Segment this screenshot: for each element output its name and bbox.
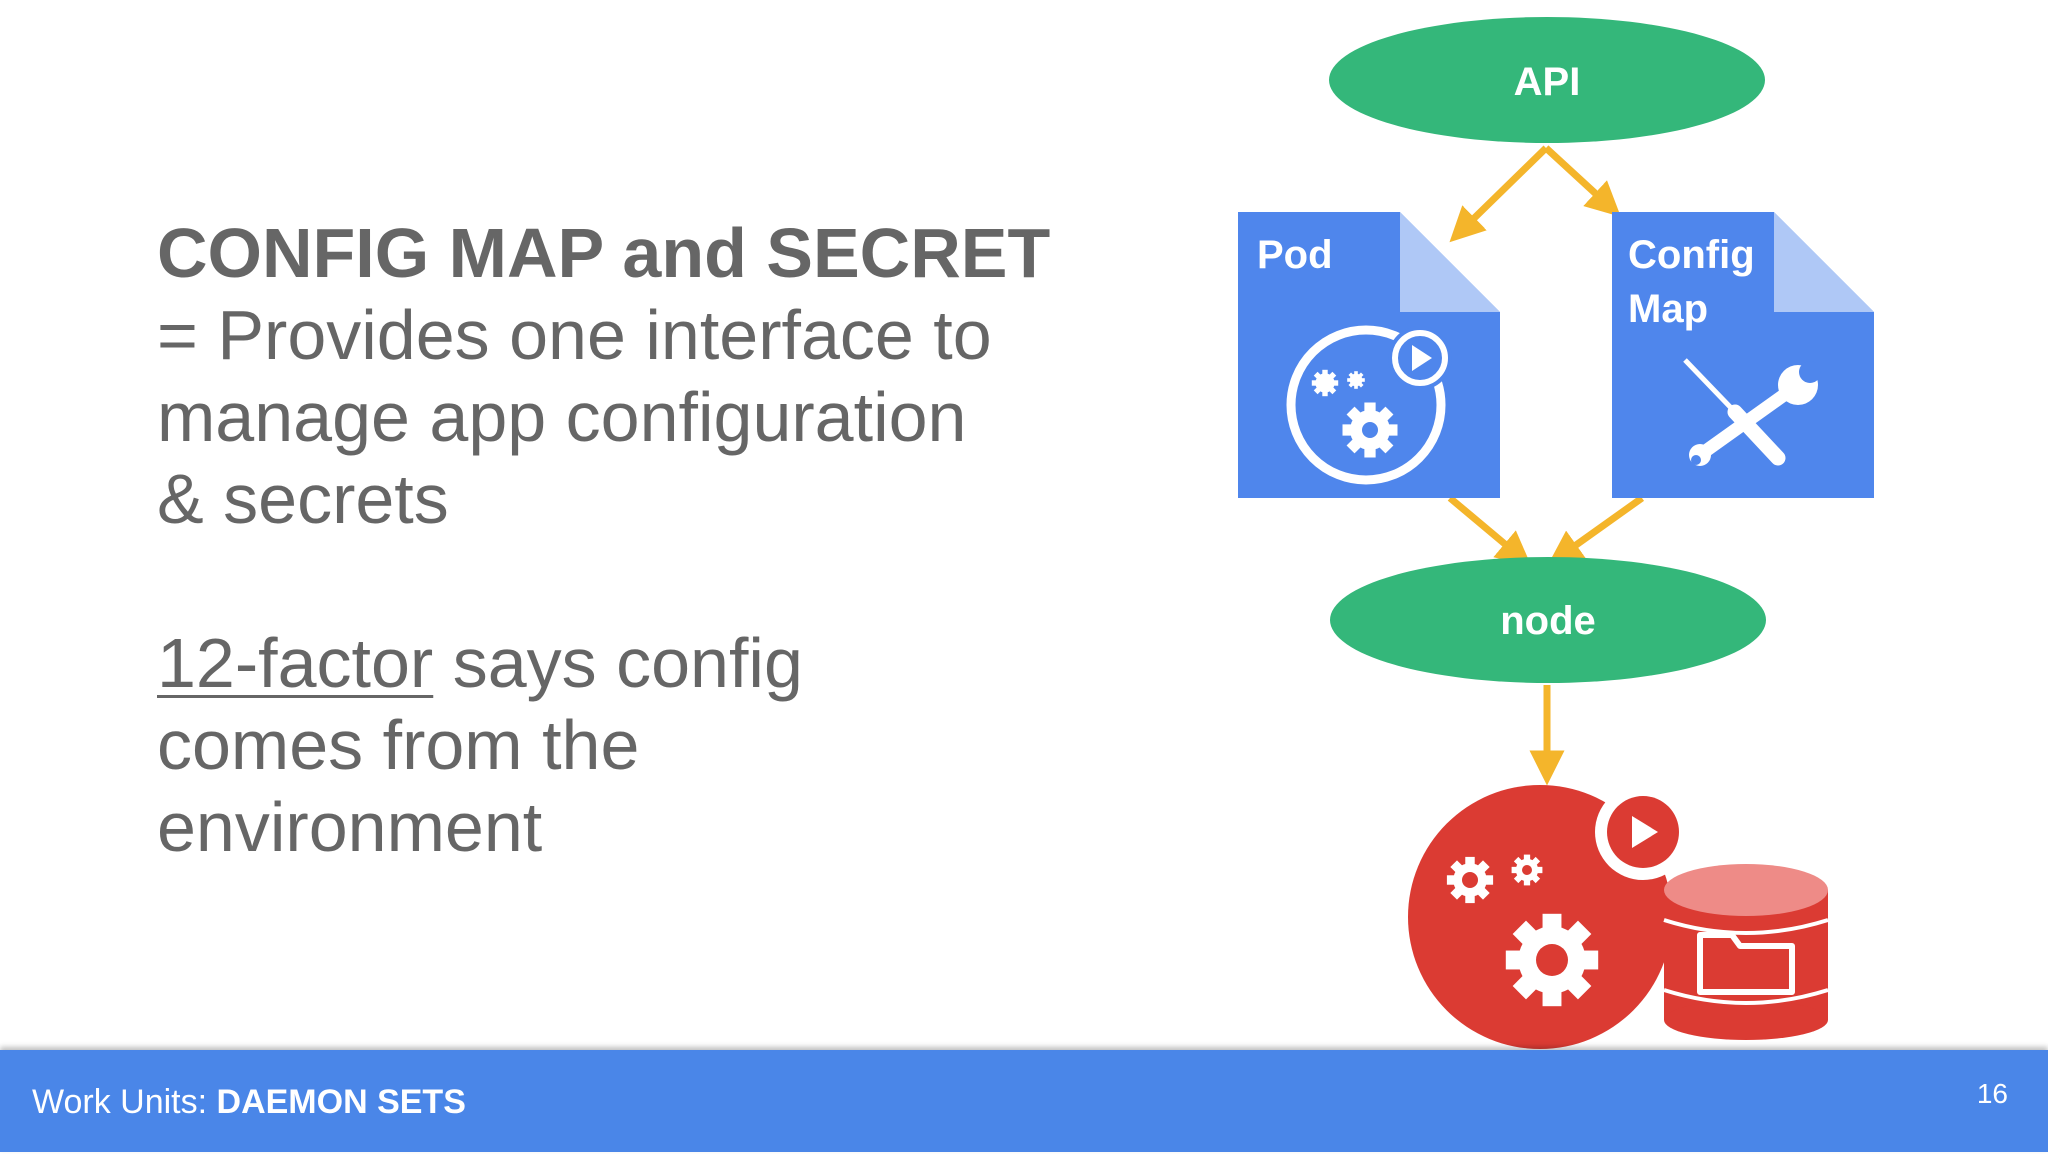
node-ellipse: [1330, 557, 1766, 683]
configmap-diagram: API Pod Config Map: [1238, 17, 1874, 1049]
description-line: & secrets: [157, 460, 449, 538]
footer-title: Work Units: DAEMON SETS: [32, 1050, 466, 1152]
wrench-screwdriver-icon: [1683, 358, 1821, 466]
arrow-pod-to-node: [1447, 495, 1532, 567]
note-line: comes from the: [157, 706, 640, 784]
twelve-factor-line: 12-factor says config: [157, 622, 1057, 704]
configmap-label-line1: Config: [1628, 233, 1755, 277]
flow-arrows: [1447, 145, 1645, 786]
note-line: environment: [157, 788, 543, 866]
footer-section-title: DAEMON SETS: [216, 1083, 466, 1121]
api-ellipse: [1329, 17, 1765, 143]
footer-prefix: Work Units:: [32, 1083, 217, 1121]
pod-document: Pod: [1238, 212, 1500, 498]
slide-heading: CONFIG MAP and SECRET: [157, 214, 1051, 292]
page-number: 16: [1976, 1078, 2008, 1109]
twelve-factor-link[interactable]: 12-factor: [157, 624, 434, 702]
node-label: node: [1500, 599, 1596, 643]
paragraph-gap: [157, 540, 1057, 622]
storage-cylinder-icon: [1663, 864, 1829, 1040]
description-line: = Provides one interface to: [157, 296, 992, 374]
arrow-configmap-to-node: [1547, 495, 1645, 566]
folder-icon: [1697, 932, 1795, 995]
pod-play-icon: [1392, 330, 1448, 386]
running-app-icon: [1408, 784, 1691, 1049]
arrow-api-to-pod: [1449, 145, 1549, 243]
footer-bar: Work Units: DAEMON SETS 16: [0, 1050, 2048, 1152]
pod-app-icon: [1286, 325, 1452, 485]
api-label: API: [1514, 60, 1581, 104]
slide-text: CONFIG MAP and SECRET = Provides one int…: [157, 212, 1057, 868]
pod-label: Pod: [1257, 233, 1333, 277]
configmap-document: Config Map: [1612, 212, 1874, 498]
arrow-api-to-configmap: [1543, 145, 1621, 217]
description-line: manage app configuration: [157, 378, 967, 456]
configmap-label-line2: Map: [1628, 287, 1708, 331]
twelve-factor-suffix: says config: [433, 624, 803, 702]
